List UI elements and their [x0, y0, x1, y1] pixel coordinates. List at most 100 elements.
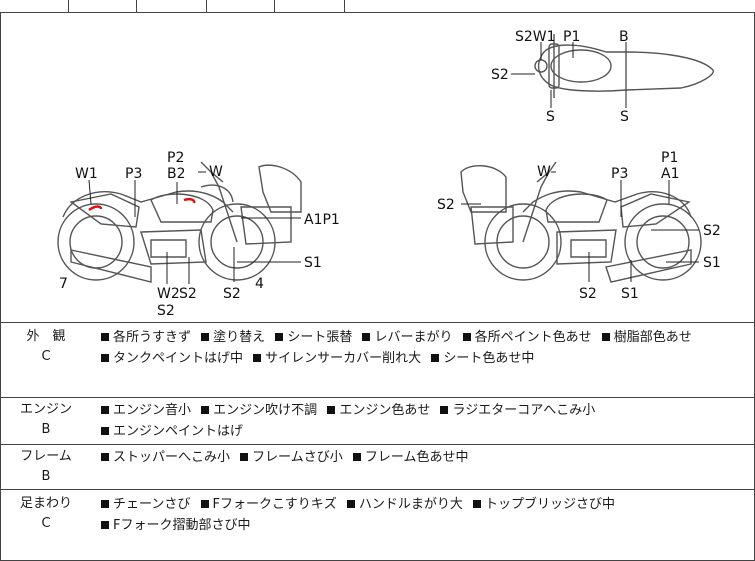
header-cell	[206, 0, 275, 12]
diagram-label: P3	[125, 166, 142, 182]
items-line: ストッパーへこみ小 フレームさび小 フレーム色あせ中	[101, 447, 746, 468]
bullet-square-icon	[101, 333, 109, 341]
category-grade: C	[41, 349, 51, 364]
row-suspension: 足まわり C チェーンさび Fフォークこすりキズ ハンドルまがり大 トップブリッ…	[0, 490, 755, 561]
item-text: ラジエターコアへこみ小	[452, 403, 596, 418]
diagram-label: W2	[157, 286, 180, 302]
item-text: ストッパーへこみ小	[113, 450, 231, 465]
bullet-square-icon	[253, 354, 262, 362]
item-text: 各所ペイント色あせ	[474, 330, 592, 345]
row-category: エンジン B	[1, 400, 91, 440]
diagram-label: S2	[703, 223, 721, 239]
header-cell	[136, 0, 207, 12]
item-text: Fフォーク摺動部さび中	[113, 518, 251, 533]
category-label: 外 観	[26, 329, 66, 344]
category-label: 足まわり	[19, 496, 72, 511]
item-text: エンジン音小	[113, 403, 192, 418]
bullet-square-icon	[346, 500, 355, 508]
damage-mark-icon	[183, 197, 196, 204]
item-text: フレームさび小	[252, 450, 343, 465]
damage-diagram: S2W1 P1 B S2 S S P2 W1 P3 B2 W A1P1 S1 7…	[0, 12, 755, 323]
bullet-square-icon	[201, 406, 210, 414]
row-category: 外 観 C	[1, 327, 91, 367]
diagram-label: S2	[179, 286, 197, 302]
items-line: エンジン音小 エンジン吹け不調 エンジン色あせ ラジエターコアへこみ小	[101, 400, 746, 421]
item-text: フレーム色あせ中	[364, 450, 469, 465]
left-view-motorcycle	[57, 161, 302, 283]
diagram-label: W1	[75, 166, 98, 182]
category-grade: C	[41, 516, 51, 531]
item-text: タンクペイントはげ中	[113, 351, 244, 366]
top-view-motorcycle	[534, 34, 715, 98]
bullet-square-icon	[200, 500, 209, 508]
bullet-square-icon	[327, 406, 336, 414]
item-text: 塗り替え	[213, 330, 266, 345]
diagram-label: P1	[563, 29, 580, 45]
row-frame: フレーム B ストッパーへこみ小 フレームさび小 フレーム色あせ中	[0, 445, 755, 490]
bullet-square-icon	[431, 354, 440, 362]
item-text: トップブリッジさび中	[485, 497, 616, 512]
bullet-square-icon	[201, 333, 210, 341]
header-cell	[274, 0, 345, 12]
diagram-label: S2W1	[515, 29, 556, 45]
item-text: Fフォークこすりキズ	[212, 497, 337, 512]
items-line: 各所うすきず 塗り替え シート張替 レバーまがり 各所ペイント色あせ 樹脂部色あ…	[101, 327, 746, 348]
row-category: フレーム B	[1, 447, 91, 487]
diagram-label: S	[620, 109, 629, 125]
diagram-label: S2	[579, 286, 597, 302]
damage-mark-icon	[88, 205, 103, 212]
item-text: チェーンさび	[113, 497, 191, 512]
bullet-square-icon	[101, 521, 109, 529]
diagram-label: 4	[255, 276, 264, 292]
category-label: エンジン	[19, 402, 72, 417]
motorcycle-diagram-svg: S2W1 P1 B S2 S S P2 W1 P3 B2 W A1P1 S1 7…	[57, 29, 721, 319]
header-cell	[68, 0, 137, 12]
bullet-square-icon	[101, 406, 109, 414]
bullet-square-icon	[275, 333, 284, 341]
bullet-square-icon	[473, 500, 482, 508]
row-items: 各所うすきず 塗り替え シート張替 レバーまがり 各所ペイント色あせ 樹脂部色あ…	[101, 327, 746, 369]
bullet-square-icon	[101, 453, 109, 461]
diagram-label: 7	[59, 276, 68, 292]
diagram-label: A1P1	[304, 212, 340, 228]
item-text: 各所うすきず	[113, 330, 192, 345]
diagram-label: B	[619, 29, 629, 45]
bullet-square-icon	[101, 427, 109, 435]
diagram-label: S2	[157, 303, 175, 319]
diagram-label: W	[209, 164, 223, 180]
category-label: フレーム	[20, 449, 72, 464]
row-items: チェーンさび Fフォークこすりキズ ハンドルまがり大 トップブリッジさび中 Fフ…	[101, 494, 746, 536]
header-cell	[0, 0, 69, 12]
item-text: シート色あせ中	[443, 351, 535, 366]
item-text: サイレンサーカバー削れ大	[265, 351, 422, 366]
diagram-label: P1	[661, 150, 678, 166]
bullet-square-icon	[240, 453, 249, 461]
header-strip	[0, 0, 755, 13]
items-line: チェーンさび Fフォークこすりキズ ハンドルまがり大 トップブリッジさび中	[101, 494, 746, 515]
row-exterior: 外 観 C 各所うすきず 塗り替え シート張替 レバーまがり 各所ペイント色あせ…	[0, 323, 755, 398]
row-engine: エンジン B エンジン音小 エンジン吹け不調 エンジン色あせ ラジエターコアへこ…	[0, 398, 755, 445]
bullet-square-icon	[101, 500, 109, 508]
category-grade: B	[41, 422, 51, 437]
diagram-label: S	[546, 109, 555, 125]
diagram-label: W	[537, 164, 551, 180]
items-line: Fフォーク摺動部さび中	[101, 515, 746, 536]
item-text: エンジン吹け不調	[213, 403, 318, 418]
diagram-label: S1	[703, 255, 721, 271]
row-category: 足まわり C	[1, 494, 91, 534]
bullet-square-icon	[440, 406, 449, 414]
bullet-square-icon	[362, 333, 371, 341]
diagram-label: P3	[611, 166, 628, 182]
row-items: エンジン音小 エンジン吹け不調 エンジン色あせ ラジエターコアへこみ小 エンジン…	[101, 400, 746, 442]
bullet-square-icon	[462, 333, 471, 341]
item-text: レバーまがり	[374, 330, 453, 345]
diagram-label: S1	[304, 255, 322, 271]
diagram-label: S1	[621, 286, 639, 302]
category-grade: B	[41, 469, 51, 484]
item-text: シート張替	[287, 330, 353, 345]
diagram-label: B2	[167, 166, 186, 182]
row-items: ストッパーへこみ小 フレームさび小 フレーム色あせ中	[101, 447, 746, 468]
item-text: ハンドルまがり大	[358, 497, 463, 512]
item-text: エンジンペイントはげ	[113, 424, 244, 439]
